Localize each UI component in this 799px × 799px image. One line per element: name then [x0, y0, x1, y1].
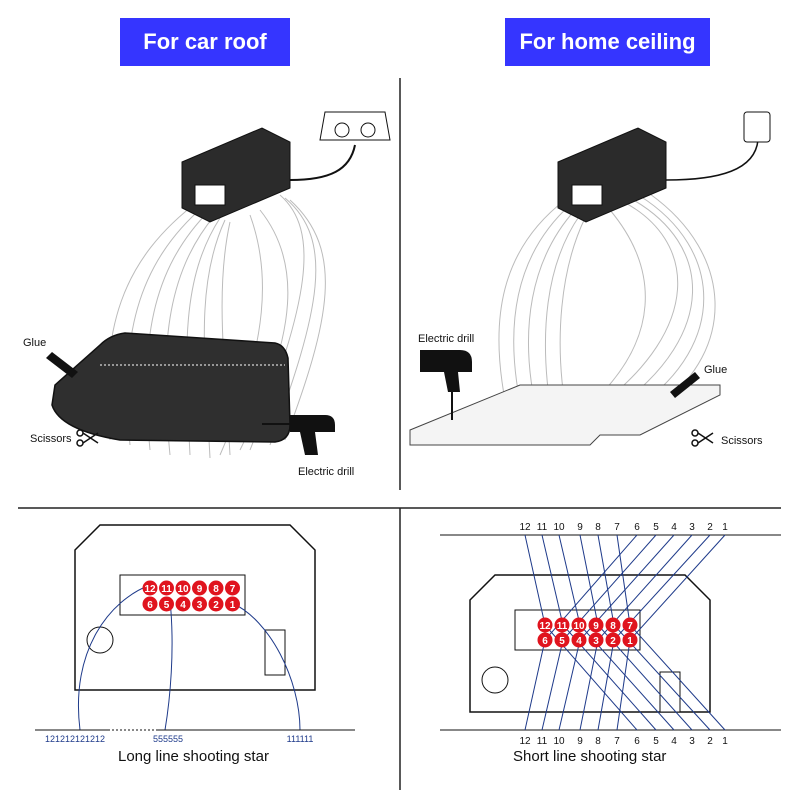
home-ceiling-illustration — [410, 112, 770, 446]
short-bottom-number: 10 — [553, 736, 565, 747]
long-line-diagram — [35, 525, 355, 730]
long-group-label: 555555 — [153, 734, 183, 744]
long-line-caption: Long line shooting star — [118, 748, 269, 765]
long-button-bottom-1: 1 — [230, 600, 236, 611]
short-bottom-number: 11 — [537, 736, 548, 747]
short-button-top-10: 10 — [573, 621, 585, 632]
short-top-number: 9 — [577, 522, 583, 533]
short-top-number: 5 — [653, 522, 659, 533]
car-roof-panel — [52, 333, 290, 442]
long-button-top-7: 7 — [230, 584, 236, 595]
short-bottom-number: 6 — [634, 736, 640, 747]
short-top-number: 4 — [671, 522, 677, 533]
glue-icon — [46, 352, 78, 378]
short-bottom-number: 12 — [519, 736, 531, 747]
glue-label: Glue — [23, 337, 46, 349]
short-button-top-7: 7 — [627, 621, 633, 632]
short-top-number: 10 — [553, 522, 565, 533]
short-button-top-12: 12 — [539, 621, 551, 632]
short-bottom-number: 9 — [577, 736, 583, 747]
short-bottom-number: 1 — [722, 736, 728, 747]
home-controller-box — [558, 128, 666, 222]
home-glue-label: Glue — [704, 364, 727, 376]
short-top-number: 11 — [537, 522, 548, 533]
short-button-bottom-5: 5 — [559, 636, 565, 647]
short-top-number: 7 — [614, 522, 620, 533]
home-drill-label: Electric drill — [418, 333, 474, 345]
long-group-labels: 121212121212 555555 111111 — [45, 734, 313, 744]
car-adapter-icon — [320, 112, 390, 140]
short-button-top-8: 8 — [610, 621, 616, 632]
short-bottom-number: 3 — [689, 736, 695, 747]
home-scissors-label: Scissors — [721, 435, 763, 447]
short-button-bottom-4: 4 — [576, 636, 582, 647]
short-button-bottom-2: 2 — [610, 636, 616, 647]
short-top-number: 6 — [634, 522, 640, 533]
short-line-diagram — [440, 535, 781, 730]
short-bottom-number: 2 — [707, 736, 713, 747]
short-top-number: 1 — [722, 522, 728, 533]
short-bottom-number: 5 — [653, 736, 659, 747]
short-bottom-number: 7 — [614, 736, 620, 747]
long-button-top-11: 11 — [161, 584, 172, 595]
short-bottom-number: 8 — [595, 736, 601, 747]
long-button-top-12: 12 — [144, 584, 156, 595]
short-bottom-number: 4 — [671, 736, 677, 747]
car-roof-illustration — [46, 112, 390, 458]
long-button-bottom-6: 6 — [147, 600, 153, 611]
short-bottom-numbers: 12 11 10 9 8 7 6 5 4 3 21 — [519, 736, 728, 747]
long-button-bottom-3: 3 — [197, 600, 203, 611]
short-button-bottom-6: 6 — [542, 636, 548, 647]
scissors-label: Scissors — [30, 433, 72, 445]
home-fibers — [499, 194, 715, 405]
long-button-bottom-4: 4 — [180, 600, 186, 611]
long-button-bottom-2: 2 — [213, 600, 219, 611]
short-top-number: 2 — [707, 522, 713, 533]
long-group-label: 111111 — [287, 734, 314, 744]
long-button-top-8: 8 — [213, 584, 219, 595]
car-controller-box — [182, 128, 290, 222]
short-top-number: 3 — [689, 522, 695, 533]
long-button-top-10: 10 — [177, 584, 189, 595]
short-line-caption: Short line shooting star — [513, 748, 666, 765]
short-button-top-9: 9 — [593, 621, 599, 632]
short-top-number: 8 — [595, 522, 601, 533]
long-button-top-9: 9 — [197, 584, 203, 595]
short-button-bottom-3: 3 — [593, 636, 599, 647]
power-adapter-icon — [744, 112, 770, 142]
short-top-number: 12 — [519, 522, 531, 533]
home-scissors-icon — [692, 430, 713, 446]
long-group-label: 121212121212 — [45, 734, 105, 744]
short-button-top-11: 11 — [557, 621, 568, 632]
car-drill-label: Electric drill — [298, 466, 354, 478]
short-button-bottom-1: 1 — [627, 636, 633, 647]
long-button-bottom-5: 5 — [164, 600, 170, 611]
